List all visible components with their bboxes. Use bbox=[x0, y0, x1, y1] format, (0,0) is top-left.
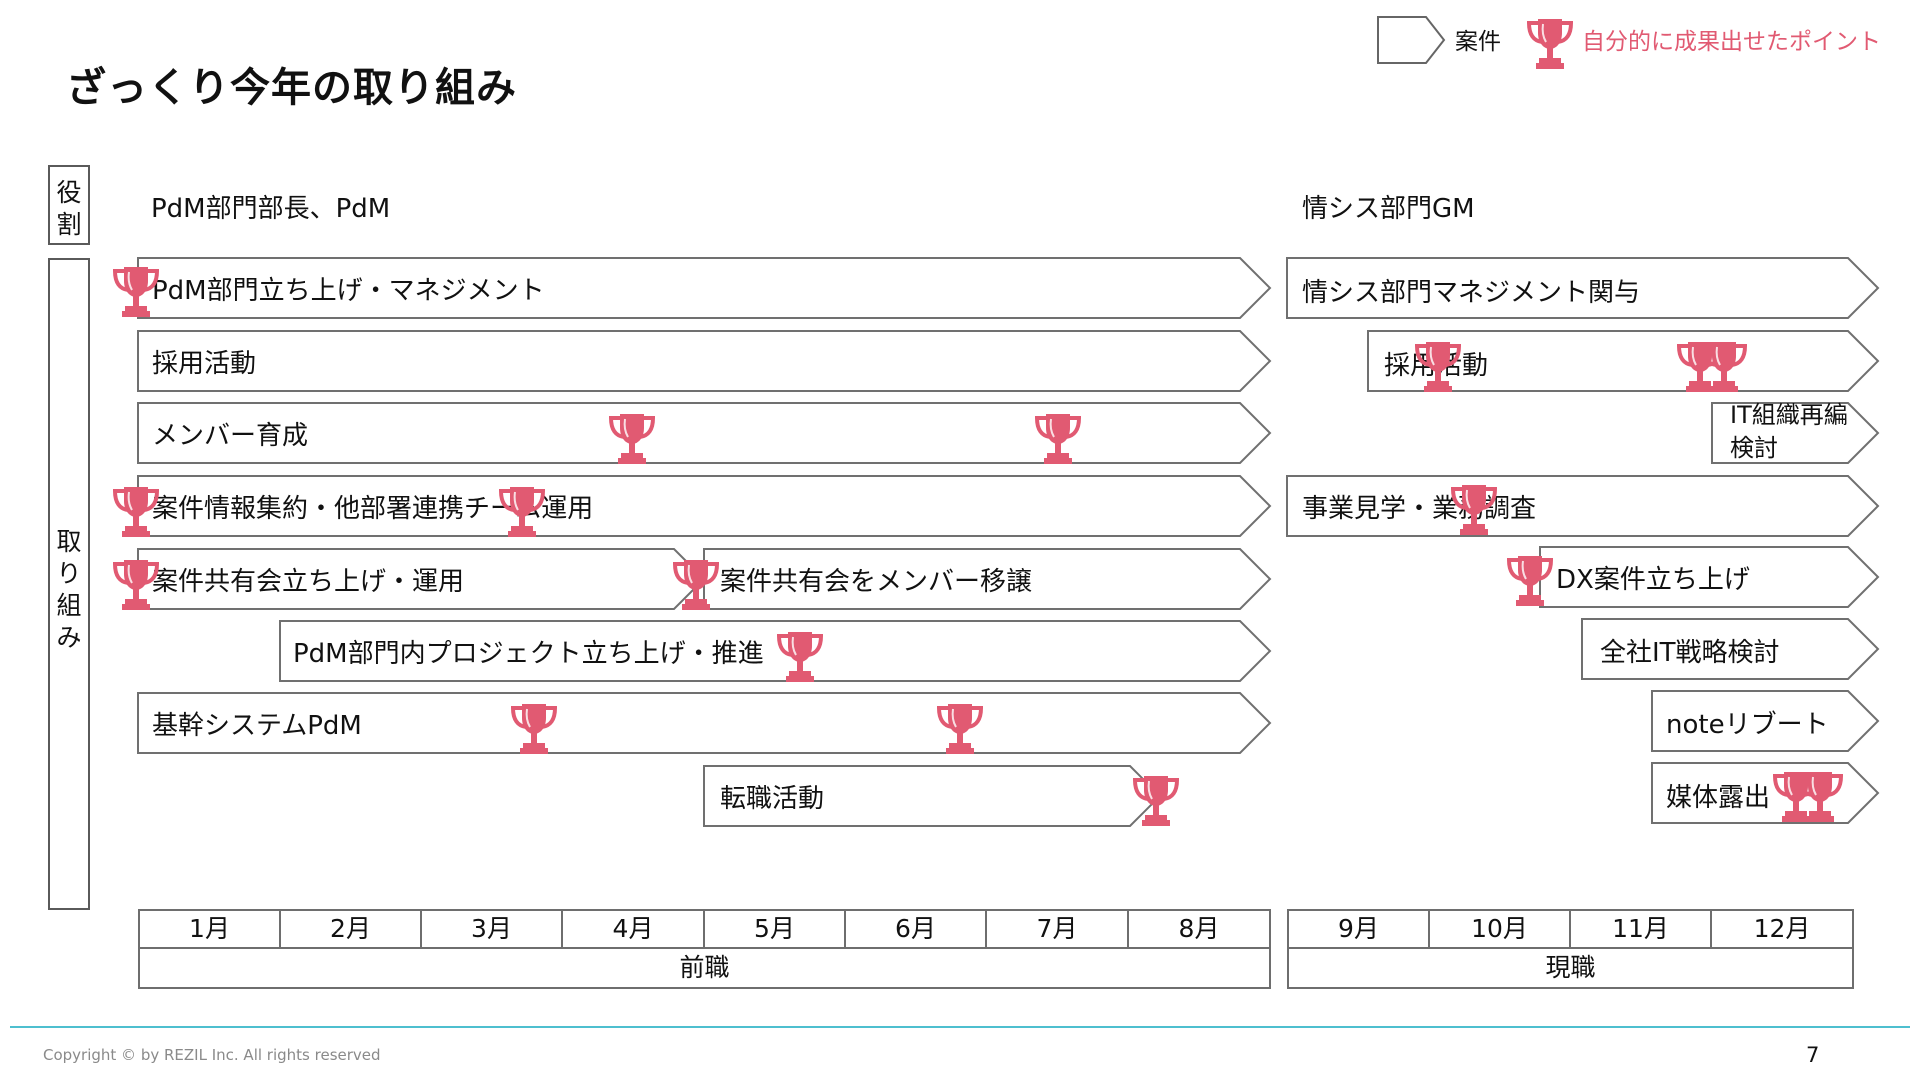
bar-label-media-exposure: 媒体露出 bbox=[1666, 783, 1771, 813]
arrow-recruiting-current bbox=[1367, 330, 1880, 392]
month-cell: 8月 bbox=[1127, 909, 1271, 949]
trophy-icon bbox=[606, 410, 658, 470]
month-cell: 1月 bbox=[138, 909, 281, 949]
role-previous: PdM部門部長、PdM bbox=[151, 194, 391, 224]
trophy-icon bbox=[1698, 338, 1750, 398]
arrow-it-strategy bbox=[1581, 618, 1880, 680]
arrow-it-dept-management bbox=[1286, 257, 1880, 319]
bar-label-it-dept-management: 情シス部門マネジメント関与 bbox=[1302, 278, 1641, 308]
page-title: ざっくり今年の取り組み bbox=[66, 65, 517, 111]
bar-label-job-change: 転職活動 bbox=[720, 784, 825, 814]
role-current: 情シス部門GM bbox=[1302, 194, 1475, 224]
arrow-pdm-projects bbox=[279, 620, 1272, 682]
legend-case-label: 案件 bbox=[1455, 29, 1501, 55]
bar-label-it-reorg: IT組織再編検討 bbox=[1730, 401, 1848, 462]
arrow-core-system-pdm bbox=[137, 692, 1272, 754]
bar-label-core-system-pdm: 基幹システムPdM bbox=[152, 711, 362, 741]
footer-divider bbox=[10, 1026, 1910, 1028]
legend-point-label: 自分的に成果出せたポイント bbox=[1582, 29, 1881, 55]
trophy-icon bbox=[670, 556, 722, 616]
initiatives-side-label: 取 り 組 み bbox=[48, 258, 90, 910]
trophy-icon bbox=[1412, 338, 1464, 398]
month-cell: 11月 bbox=[1569, 909, 1712, 949]
period-previous-job: 前職 bbox=[138, 947, 1271, 989]
bar-label-dx-launch: DX案件立ち上げ bbox=[1556, 565, 1750, 595]
bar-label-recruiting-prev: 採用活動 bbox=[152, 349, 257, 379]
trophy-icon bbox=[508, 700, 560, 760]
bar-label-note-reboot: noteリブート bbox=[1666, 710, 1829, 740]
arrow-it-reorg bbox=[1711, 402, 1880, 464]
copyright-text: Copyright © by REZIL Inc. All rights res… bbox=[43, 1046, 381, 1064]
arrow-recruiting-prev bbox=[137, 330, 1272, 392]
month-cell: 7月 bbox=[985, 909, 1129, 949]
trophy-icon bbox=[934, 700, 986, 760]
bar-label-member-training: メンバー育成 bbox=[152, 421, 309, 451]
page-number: 7 bbox=[1806, 1043, 1820, 1067]
trophy-icon bbox=[1794, 768, 1846, 828]
trophy-icon bbox=[1504, 552, 1556, 612]
arrow-business-study bbox=[1286, 475, 1880, 537]
trophy-icon bbox=[110, 556, 162, 616]
bar-label-it-strategy: 全社IT戦略検討 bbox=[1600, 638, 1780, 668]
bar-label-pdm-projects: PdM部門内プロジェクト立ち上げ・推進 bbox=[293, 639, 764, 669]
month-cell: 12月 bbox=[1710, 909, 1854, 949]
trophy-icon bbox=[1524, 15, 1576, 75]
trophy-icon bbox=[496, 483, 548, 543]
month-cell: 4月 bbox=[561, 909, 705, 949]
arrow-note-reboot bbox=[1651, 690, 1880, 752]
arrow-member-training bbox=[137, 402, 1272, 464]
month-cell: 3月 bbox=[420, 909, 563, 949]
month-cell: 2月 bbox=[279, 909, 422, 949]
trophy-icon bbox=[774, 628, 826, 688]
trophy-icon bbox=[110, 483, 162, 543]
period-current-job: 現職 bbox=[1287, 947, 1854, 989]
trophy-icon bbox=[1032, 410, 1084, 470]
pentagon-arrow-icon bbox=[1377, 16, 1446, 64]
bar-label-pdm-dept-launch: PdM部門立ち上げ・マネジメント bbox=[152, 276, 545, 306]
bar-label-case-meeting-handover: 案件共有会をメンバー移譲 bbox=[720, 567, 1033, 597]
month-cell: 9月 bbox=[1287, 909, 1430, 949]
month-cell: 10月 bbox=[1428, 909, 1571, 949]
trophy-icon bbox=[1448, 481, 1500, 541]
bar-label-business-study: 事業見学・業務調査 bbox=[1302, 494, 1537, 524]
arrow-job-change bbox=[703, 765, 1162, 827]
trophy-icon bbox=[1770, 768, 1822, 828]
month-cell: 6月 bbox=[844, 909, 987, 949]
bar-label-case-meeting-launch: 案件共有会立ち上げ・運用 bbox=[152, 567, 465, 597]
trophy-icon bbox=[110, 263, 162, 323]
month-cell: 5月 bbox=[703, 909, 846, 949]
role-side-label: 役 割 bbox=[48, 165, 90, 245]
trophy-icon bbox=[1130, 772, 1182, 832]
